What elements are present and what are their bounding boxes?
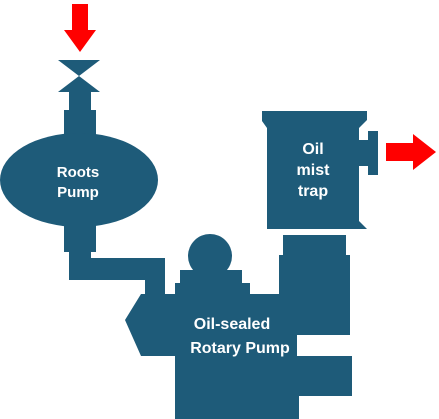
connecting-pipe bbox=[69, 250, 165, 296]
rotary-pump-dome bbox=[188, 234, 232, 278]
oil-mist-trap bbox=[262, 111, 378, 255]
inlet-arrow-down-icon bbox=[64, 4, 96, 52]
roots-pump-label-line2: Pump bbox=[57, 184, 99, 201]
trap-outlet-flange bbox=[368, 131, 378, 175]
oil-mist-trap-label-line3: trap bbox=[298, 183, 328, 200]
rotary-pump-label-line1: Oil-sealed bbox=[194, 316, 270, 333]
trap-lower-flange bbox=[283, 235, 346, 255]
trap-outlet-port bbox=[359, 140, 370, 166]
rotary-pump-housing bbox=[125, 283, 352, 419]
trap-body bbox=[262, 111, 367, 229]
oil-mist-trap-label-line2: mist bbox=[297, 162, 331, 179]
outlet-arrow-right-icon bbox=[386, 134, 436, 170]
rotary-pump-label-line2: Rotary Pump bbox=[190, 340, 290, 357]
roots-outlet-flange bbox=[64, 220, 96, 252]
inlet-pipe bbox=[69, 92, 91, 112]
roots-pump-body bbox=[0, 133, 158, 227]
trap-riser bbox=[279, 255, 350, 300]
rotary-pump bbox=[125, 234, 352, 419]
roots-pump-label-line1: Roots bbox=[57, 164, 100, 181]
valve-icon bbox=[58, 60, 100, 92]
rotary-pump-dome-base bbox=[180, 270, 242, 283]
oil-mist-trap-label-line1: Oil bbox=[302, 141, 323, 158]
